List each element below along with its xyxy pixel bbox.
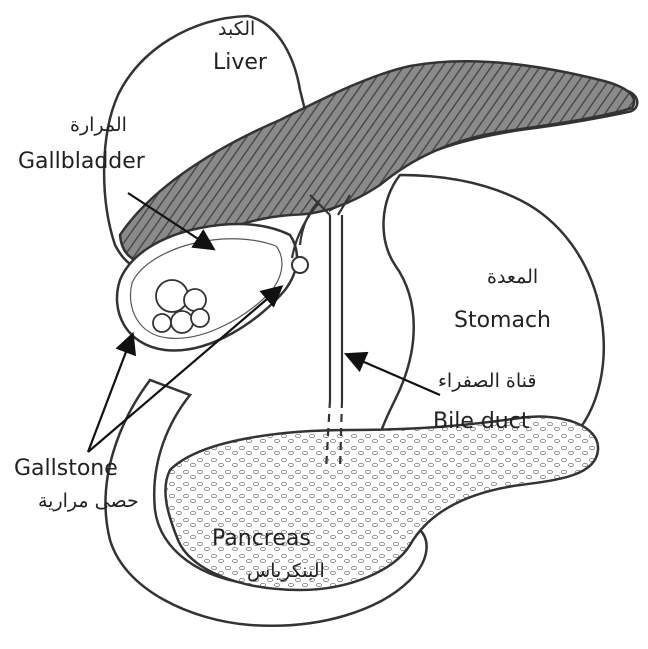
label-gallbladder-ar: المرارة bbox=[70, 116, 127, 135]
label-liver-en: Liver bbox=[213, 52, 267, 74]
label-gallstone-ar: حصى مرارية bbox=[38, 492, 139, 511]
label-pancreas-ar: البنكرياس bbox=[247, 562, 325, 581]
label-gallbladder-en: Gallbladder bbox=[18, 151, 145, 173]
label-pancreas-en: Pancreas bbox=[212, 528, 311, 550]
label-stomach-en: Stomach bbox=[454, 310, 551, 332]
label-liver-ar: الكبد bbox=[218, 20, 255, 39]
label-gallstone-en: Gallstone bbox=[14, 458, 118, 480]
bile-duct-tree bbox=[292, 195, 350, 470]
label-bile-duct-en: Bile duct bbox=[433, 411, 529, 433]
duct-gallstone bbox=[292, 257, 308, 273]
label-stomach-ar: المعدة bbox=[487, 268, 538, 287]
label-bile-duct-ar: قناة الصفراء bbox=[438, 372, 536, 391]
pancreas-outline bbox=[165, 417, 598, 590]
